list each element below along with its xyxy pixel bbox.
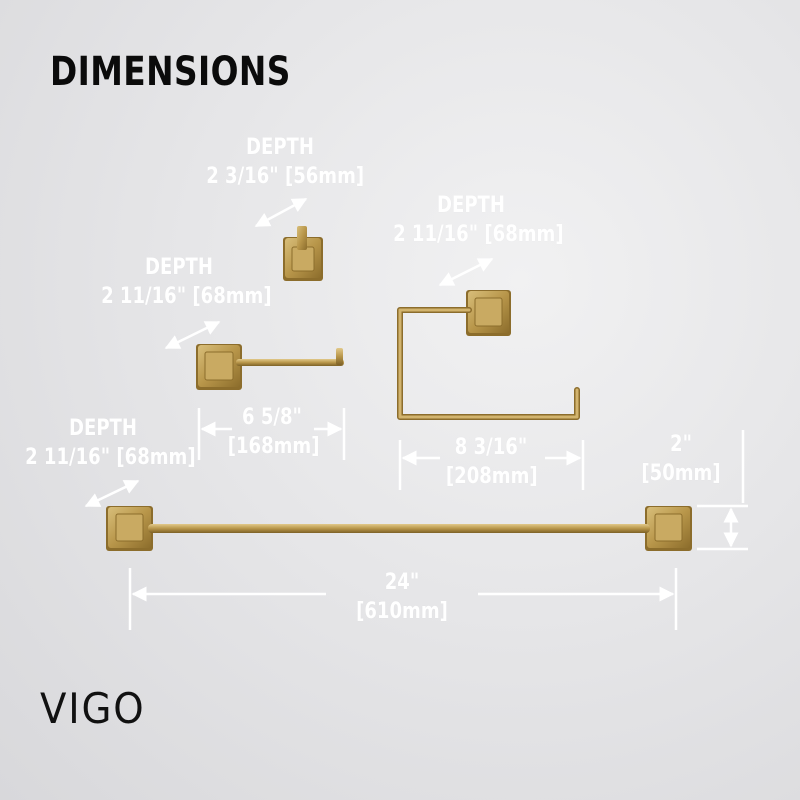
paper-holder-width-label: 6 5/8" [168mm] (227, 405, 320, 459)
brand-logo: VIGO (40, 684, 146, 733)
page-title: DIMENSIONS (50, 49, 291, 95)
depth-arrows (84, 197, 494, 508)
dimension-lines (128, 408, 748, 630)
towel-bar-height-label: 2" [50mm] (641, 432, 721, 486)
towel-ring (397, 290, 580, 420)
toilet-paper-holder (196, 344, 344, 390)
paper-holder-depth-label: DEPTH 2 11/16" [68mm] (101, 255, 272, 309)
towel-bar-width-label: 24" [610mm] (356, 570, 448, 624)
towel-bar-depth-label: DEPTH 2 11/16" [68mm] (25, 416, 196, 470)
towel-ring-depth-label: DEPTH 2 11/16" [68mm] (393, 193, 564, 247)
robe-hook-depth-label: DEPTH 2 3/16" [56mm] (206, 135, 365, 189)
robe-hook (283, 226, 323, 281)
towel-ring-width-label: 8 3/16" [208mm] (445, 435, 538, 489)
towel-bar (106, 506, 692, 551)
